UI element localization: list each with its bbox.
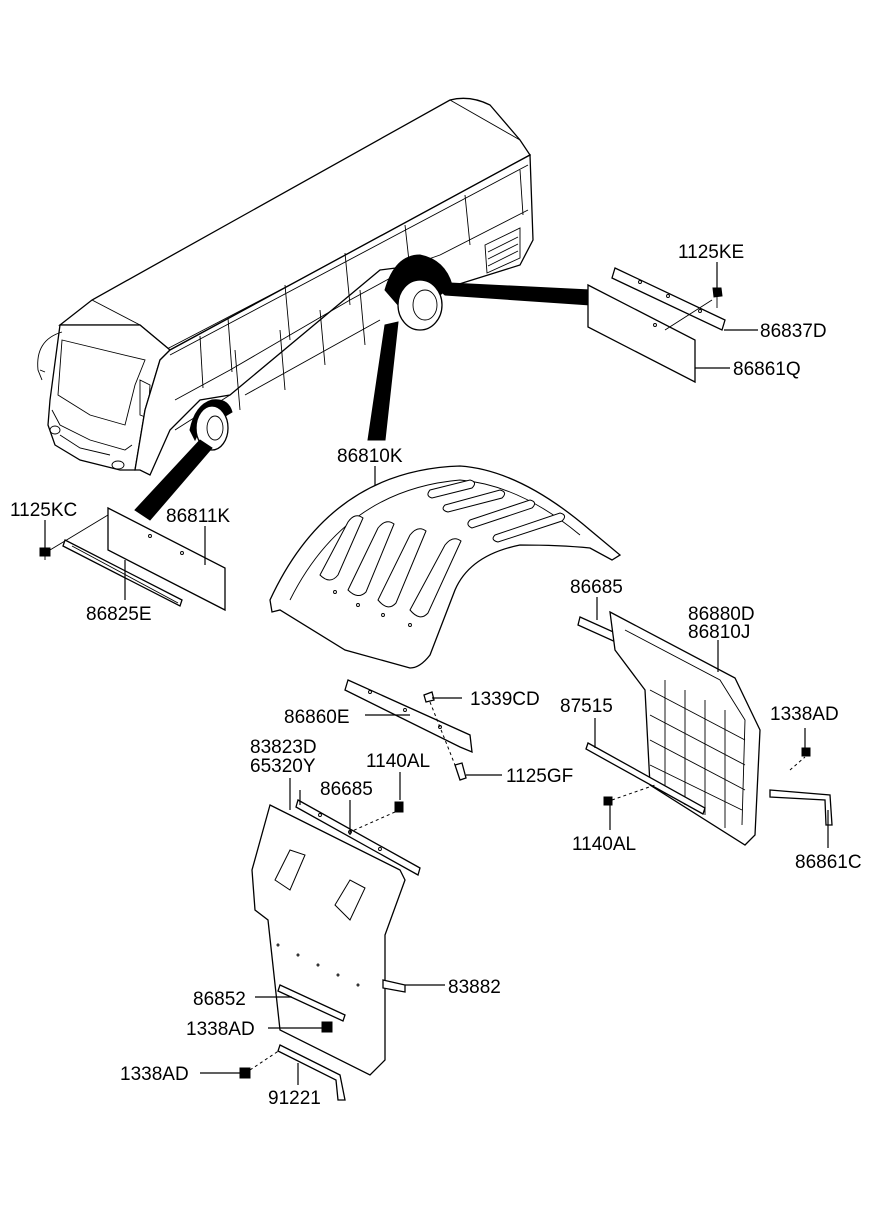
label-1125KE: 1125KE [678, 242, 744, 263]
bracket-86860E [344, 679, 473, 781]
callout-arrow-rear [428, 281, 591, 306]
rear-plate-group [587, 267, 726, 384]
callout-arrow-down [367, 321, 399, 441]
leader-lines [44, 262, 829, 1085]
label-86861C: 86861C [795, 852, 862, 873]
label-86837D: 86837D [760, 321, 827, 342]
label-86825E: 86825E [86, 604, 152, 625]
mudguard-assembly [269, 465, 622, 669]
label-86810J: 86810J [688, 622, 750, 643]
label-86852: 86852 [193, 989, 246, 1010]
label-86861Q: 86861Q [733, 359, 801, 380]
label-83882: 83882 [448, 977, 501, 998]
label-1338AD-bottom: 1338AD [120, 1064, 189, 1085]
rear-mudflap [577, 610, 833, 846]
label-65320Y: 65320Y [250, 756, 316, 777]
label-1140AL-right: 1140AL [572, 834, 636, 855]
bus-illustration [37, 97, 534, 476]
label-86811K: 86811K [166, 506, 230, 527]
label-1339CD: 1339CD [470, 689, 540, 710]
label-83823D: 83823D [250, 737, 317, 758]
label-87515: 87515 [560, 696, 613, 717]
callout-arrow-front [134, 439, 213, 521]
label-1338AD-middle: 1338AD [186, 1019, 255, 1040]
label-86810K: 86810K [337, 446, 403, 467]
label-86685-upper: 86685 [570, 577, 623, 598]
label-91221: 91221 [268, 1088, 321, 1109]
label-1125KC: 1125KC [10, 500, 77, 521]
label-1338AD-right: 1338AD [770, 704, 839, 725]
part-labels: 1125KE 86837D 86861Q 1125KC 86811K 86825… [10, 242, 862, 1109]
label-86880D: 86880D [688, 604, 755, 625]
label-1125GF: 1125GF [506, 766, 573, 787]
label-86685-lower: 86685 [320, 779, 373, 800]
label-86860E: 86860E [284, 707, 350, 728]
lower-mudflap [239, 799, 421, 1101]
label-1140AL-middle: 1140AL [366, 751, 430, 772]
